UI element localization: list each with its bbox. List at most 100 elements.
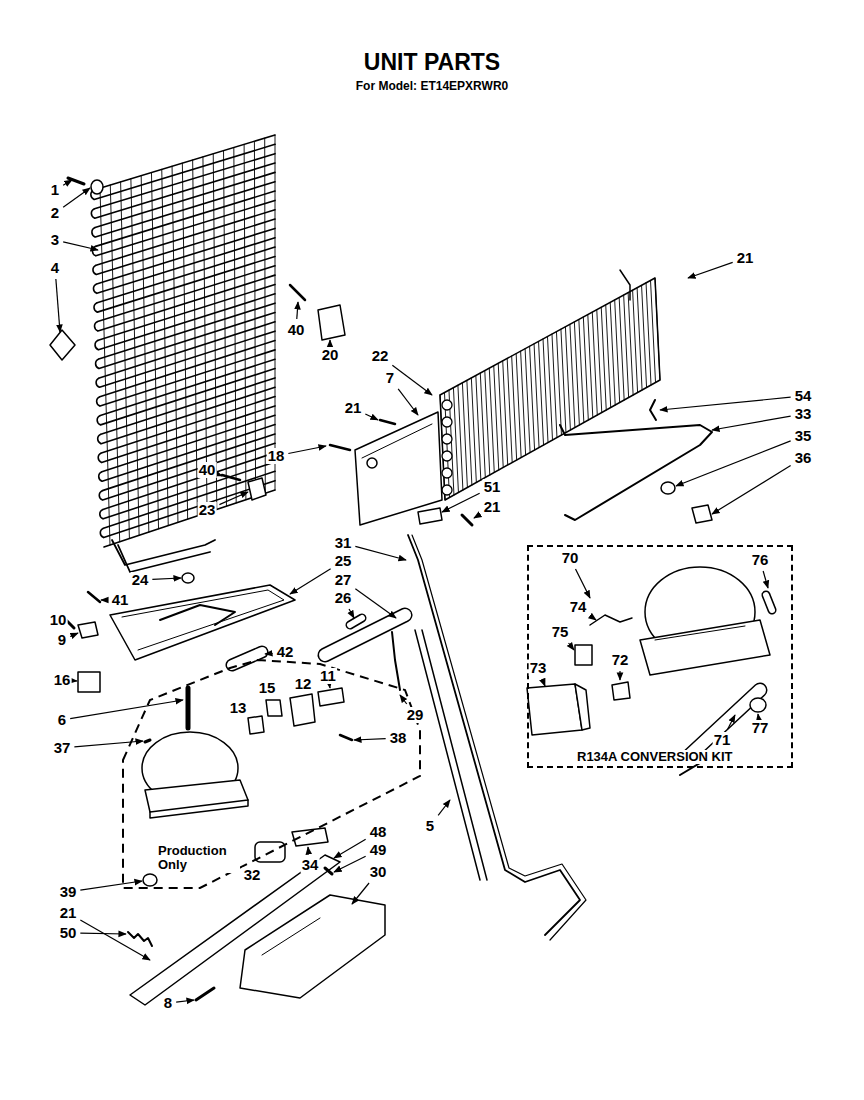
part-outline <box>588 315 593 418</box>
model-number: For Model: ET14EPXRWR0 <box>356 79 508 93</box>
part-outline <box>583 317 588 420</box>
leader-line <box>80 920 150 960</box>
part-outline <box>619 298 624 401</box>
leader-line <box>307 847 309 854</box>
callout-number: 10 <box>49 612 68 628</box>
part-outline <box>534 344 539 448</box>
part-outline <box>367 458 377 468</box>
part-outline <box>88 592 100 602</box>
part-outline <box>442 468 452 478</box>
part-outline <box>539 341 544 445</box>
part-outline <box>606 305 611 408</box>
part-outline <box>480 373 485 477</box>
part-outline <box>128 932 152 946</box>
callout-number: 37 <box>53 740 72 756</box>
part-outline <box>122 590 284 650</box>
callout-number: 23 <box>198 502 217 518</box>
leader-line <box>355 589 396 618</box>
leader-line <box>569 643 574 650</box>
coil-bend <box>100 528 103 537</box>
callout-number: 40 <box>198 462 217 478</box>
part-fill <box>350 618 362 625</box>
part-outline <box>290 285 305 300</box>
part-outline <box>262 918 320 955</box>
part-outline <box>78 672 100 692</box>
leader-line <box>70 633 78 636</box>
callout-number: 71 <box>713 732 732 748</box>
leader-line <box>288 446 326 454</box>
part-outline <box>150 800 248 818</box>
callout-number: 8 <box>163 995 173 1011</box>
leader-line <box>712 466 791 514</box>
part-outline <box>103 453 275 510</box>
leader-line <box>728 715 735 729</box>
leader-line <box>660 397 791 410</box>
leader-line <box>176 1000 194 1002</box>
callout-number: 21 <box>736 250 755 266</box>
callout-number: 73 <box>529 660 548 676</box>
leader-line <box>590 616 596 620</box>
part-outline <box>507 358 512 462</box>
leader-line <box>400 695 407 704</box>
part-outline <box>248 478 266 500</box>
part-outline <box>292 828 328 846</box>
part-outline <box>380 420 395 424</box>
part-outline <box>601 307 606 410</box>
part-outline <box>112 540 215 565</box>
part-outline <box>100 350 275 406</box>
part-outline <box>143 874 157 886</box>
callout-number: 12 <box>294 676 313 692</box>
callout-number: 21 <box>344 400 363 416</box>
callout-number: 70 <box>561 550 580 566</box>
part-outline <box>91 180 103 194</box>
part-outline <box>104 490 275 547</box>
coil-bend <box>96 378 99 387</box>
callout-number: 6 <box>57 712 67 728</box>
part-outline <box>350 618 362 625</box>
leader-line <box>354 739 386 740</box>
part-outline <box>102 415 275 472</box>
callout-number: 39 <box>59 884 78 900</box>
part-outline <box>640 620 770 675</box>
coil-bend <box>100 509 103 518</box>
coil-bend <box>96 359 99 368</box>
callout-number: 3 <box>50 232 60 248</box>
leader-line <box>56 279 60 332</box>
part-outline <box>103 443 275 500</box>
leader-line <box>74 741 143 747</box>
part-outline <box>620 270 630 300</box>
part-outline <box>592 312 597 415</box>
callout-number: 32 <box>243 867 262 883</box>
part-outline <box>266 700 282 716</box>
part-outline <box>651 280 656 382</box>
part-outline <box>186 688 191 728</box>
callout-number: 4 <box>50 260 60 276</box>
leader-line <box>101 599 108 600</box>
part-outline <box>418 508 442 524</box>
part-outline <box>145 740 150 742</box>
leader-line <box>63 180 72 185</box>
part-outline <box>642 285 647 387</box>
callout-number: 13 <box>229 700 248 716</box>
part-outline <box>633 290 638 392</box>
part-outline <box>318 688 344 706</box>
leader-line <box>542 679 545 686</box>
callout-number: 25 <box>334 553 353 569</box>
part-outline <box>471 378 476 483</box>
part-outline <box>597 310 602 413</box>
part-outline <box>240 895 385 998</box>
callout-number: 15 <box>258 680 277 696</box>
part-outline <box>552 334 557 437</box>
callout-number: 74 <box>569 599 588 615</box>
callout-number: 22 <box>371 348 390 364</box>
part-outline <box>570 324 575 427</box>
part-outline <box>692 505 712 523</box>
leader-line <box>757 714 759 717</box>
coil-bend <box>92 246 95 255</box>
callout-number: 21 <box>483 499 502 515</box>
part-outline <box>590 615 632 625</box>
callout-number: 38 <box>389 730 408 746</box>
part-outline <box>182 573 194 583</box>
part-outline <box>548 337 553 441</box>
